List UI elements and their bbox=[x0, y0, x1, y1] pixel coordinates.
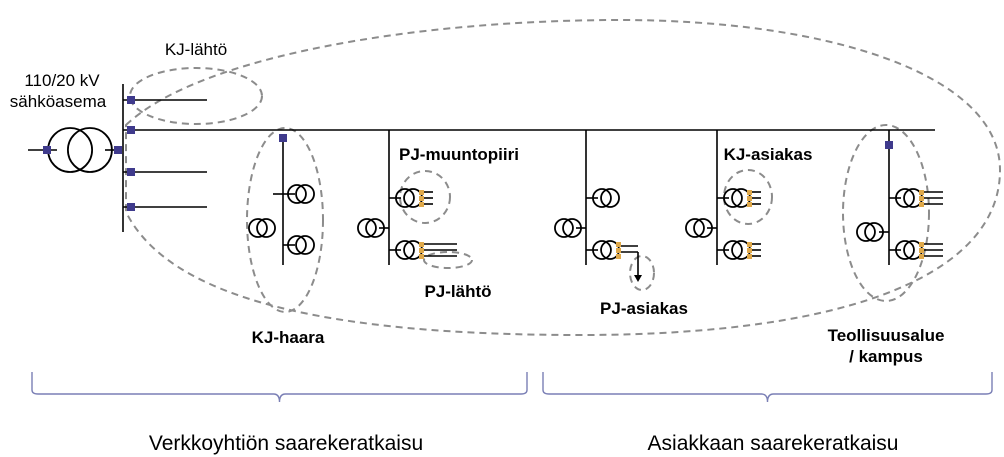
industrial-area-label-line2: / kampus bbox=[849, 347, 923, 366]
customer-load bbox=[747, 202, 752, 207]
transformer-winding bbox=[592, 240, 612, 260]
customer-load bbox=[747, 196, 752, 201]
transformer-winding bbox=[592, 188, 612, 208]
customer-load bbox=[747, 254, 752, 259]
transformer-winding bbox=[693, 218, 713, 238]
transformer-winding bbox=[856, 222, 876, 242]
transformer-winding bbox=[895, 188, 915, 208]
transformer-winding bbox=[295, 184, 315, 204]
customer-islanding-caption: Asiakkaan saarekeratkaisu bbox=[648, 432, 899, 455]
transformer-winding bbox=[365, 218, 385, 238]
utility-brace bbox=[31, 372, 528, 403]
industrial-breaker bbox=[885, 141, 893, 149]
pj-feeder-outline bbox=[423, 251, 473, 269]
substation-transformer bbox=[47, 127, 113, 173]
transformer-winding bbox=[287, 235, 307, 255]
customer-load bbox=[616, 242, 621, 247]
customer-load bbox=[419, 190, 424, 195]
customer-load bbox=[616, 248, 621, 253]
transformer-winding bbox=[248, 218, 268, 238]
branch-transformer bbox=[287, 184, 315, 204]
customer-load bbox=[919, 242, 924, 247]
kj-feeder-label: KJ-lähtö bbox=[165, 40, 227, 59]
pj-customer-group-transformer bbox=[592, 188, 620, 208]
pj-transformer-circuit-outline bbox=[399, 170, 451, 224]
transformer-winding bbox=[685, 218, 705, 238]
transformer-winding bbox=[723, 240, 743, 260]
transformer-winding bbox=[864, 222, 884, 242]
customer-load bbox=[919, 202, 924, 207]
pj-transformer-circuit-label: PJ-muuntopiiri bbox=[399, 145, 519, 164]
transformer-winding bbox=[295, 235, 315, 255]
transformer-winding bbox=[67, 127, 113, 173]
customer-brace bbox=[542, 372, 993, 403]
kj-customer-group-customer-loads bbox=[747, 190, 752, 207]
pj-customer-outline bbox=[629, 255, 655, 291]
kj-branch-outline bbox=[246, 127, 324, 313]
substation-label-line1: 110/20 kV bbox=[24, 71, 100, 90]
pj-customer-group-transformer bbox=[554, 218, 582, 238]
customer-load bbox=[616, 254, 621, 259]
transformer-winding bbox=[562, 218, 582, 238]
pj-customer-label: PJ-asiakas bbox=[600, 299, 688, 318]
transformer-winding bbox=[395, 240, 415, 260]
transformer-breaker bbox=[114, 146, 122, 154]
customer-load bbox=[919, 248, 924, 253]
microgrid-outline bbox=[125, 18, 1002, 337]
customer-load bbox=[919, 254, 924, 259]
industrial-area-outline bbox=[842, 124, 930, 302]
customer-load bbox=[419, 248, 424, 253]
branch-breaker bbox=[279, 134, 287, 142]
pj-circuit-customer-loads bbox=[419, 190, 424, 207]
customer-load bbox=[919, 196, 924, 201]
transformer-winding bbox=[600, 188, 620, 208]
industrial-transformer bbox=[856, 222, 884, 242]
customer-load bbox=[747, 190, 752, 195]
customer-load bbox=[419, 202, 424, 207]
customer-load bbox=[919, 190, 924, 195]
feeder-breaker bbox=[127, 96, 135, 104]
substation-label-line2: sähköasema bbox=[10, 92, 107, 111]
transformer-winding bbox=[395, 188, 415, 208]
kj-customer-outline bbox=[723, 169, 773, 225]
transformer-winding bbox=[554, 218, 574, 238]
industrial-customer-loads bbox=[919, 242, 924, 259]
feeder-breaker bbox=[127, 168, 135, 176]
customer-load bbox=[747, 242, 752, 247]
transformer-winding bbox=[287, 184, 307, 204]
industrial-customer-loads bbox=[919, 190, 924, 207]
transformer-winding bbox=[895, 240, 915, 260]
transformer-winding bbox=[723, 188, 743, 208]
customer-load bbox=[747, 248, 752, 253]
feeder-breaker bbox=[127, 203, 135, 211]
kj-branch-label: KJ-haara bbox=[252, 328, 325, 347]
hv-breaker bbox=[43, 146, 51, 154]
customer-load bbox=[419, 242, 424, 247]
pj-feeder-label: PJ-lähtö bbox=[424, 282, 491, 301]
utility-islanding-caption: Verkkoyhtiön saarekeratkaisu bbox=[149, 432, 423, 455]
pj-circuit-transformer bbox=[357, 218, 385, 238]
transformer-winding bbox=[357, 218, 377, 238]
transformer-winding bbox=[256, 218, 276, 238]
industrial-area-label-line1: Teollisuusalue bbox=[828, 326, 945, 345]
pj-circuit-customer-loads bbox=[419, 242, 424, 259]
pj-customer-group-customer-loads bbox=[616, 242, 621, 259]
pj-customer-arrow bbox=[634, 275, 642, 282]
kj-feeder-outline bbox=[129, 67, 263, 125]
branch-transformer bbox=[287, 235, 315, 255]
feeder-breaker bbox=[127, 126, 135, 134]
kj-customer-label: KJ-asiakas bbox=[724, 145, 813, 164]
kj-customer-group-transformer bbox=[685, 218, 713, 238]
branch-transformer bbox=[248, 218, 276, 238]
customer-load bbox=[419, 254, 424, 259]
customer-load bbox=[419, 196, 424, 201]
kj-customer-group-customer-loads bbox=[747, 242, 752, 259]
